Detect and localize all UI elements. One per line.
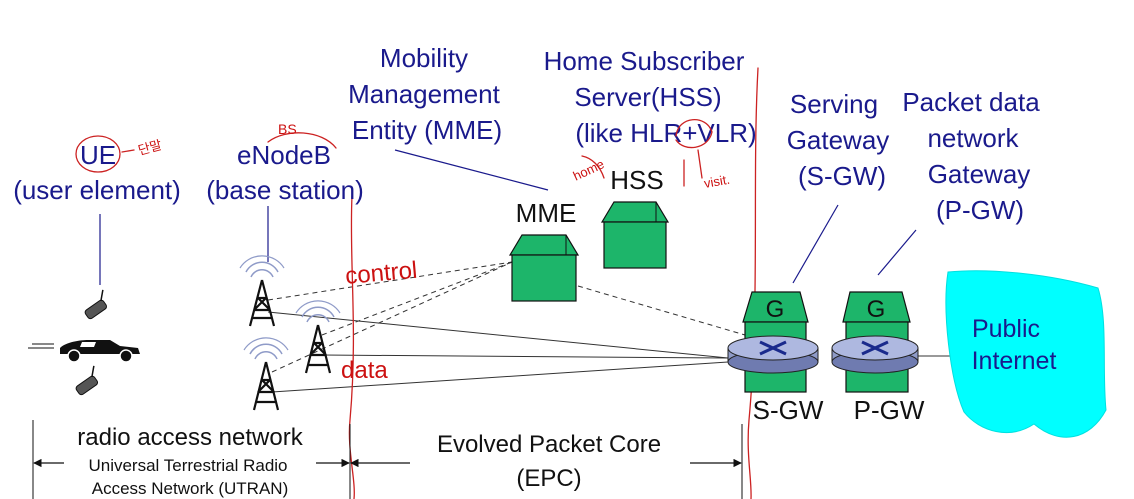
ue-title: UE — [80, 140, 116, 170]
pgw-node: G P-GW — [831, 291, 925, 425]
sgw-node: G S-GW — [727, 291, 824, 425]
mme-node: MME — [508, 198, 580, 302]
epc-abbrev: (EPC) — [516, 465, 581, 492]
mme-house-body — [511, 254, 577, 302]
hss-house-body — [603, 221, 667, 269]
phone-icon — [75, 365, 99, 396]
visit-note: visit. — [703, 172, 731, 191]
divider-ran-epc — [348, 195, 355, 499]
pgw-desc-line4: (P-GW) — [936, 195, 1024, 225]
hss-desc-line3: (like HLR+VLR) — [575, 118, 756, 148]
ran-sub-line2: Access Network (UTRAN) — [92, 479, 288, 498]
base-station-icon — [239, 255, 285, 327]
internet-line2: Internet — [972, 347, 1057, 375]
mme-desc-line3: Entity (MME) — [352, 115, 502, 145]
hss-node-label: HSS — [610, 165, 663, 195]
epc-title: Evolved Packet Core — [437, 431, 661, 458]
base-station-icon — [243, 337, 289, 411]
pgw-desc-line3: Gateway — [928, 159, 1031, 189]
pgw-node-label: P-GW — [854, 395, 925, 425]
mme-house-roof — [508, 234, 580, 256]
internet-line1: Public — [972, 315, 1040, 343]
base-station-icon — [295, 300, 341, 374]
internet-cloud — [945, 270, 1107, 438]
hss-home-mark — [581, 155, 605, 179]
mme-node-label: MME — [516, 198, 577, 228]
enodeb-title: eNodeB — [237, 140, 331, 170]
ue-dash-mark — [121, 149, 135, 153]
ran-title: radio access network — [77, 424, 303, 451]
data-label: data — [341, 357, 388, 384]
home-note: home — [571, 156, 607, 183]
phone-icon — [84, 289, 108, 320]
ue-note: 단말 — [136, 137, 163, 158]
bs-note: BS — [278, 121, 297, 137]
hss-desc-line1: Home Subscriber — [544, 46, 745, 76]
sgw-node-label: S-GW — [753, 395, 824, 425]
sgw-desc-line2: Gateway — [787, 125, 890, 155]
hss-arc-mark — [675, 119, 713, 149]
car-icon — [28, 340, 140, 363]
control-label: control — [344, 257, 418, 290]
hss-desc-line2: Server(HSS) — [574, 82, 721, 112]
sgw-router-icon — [727, 335, 819, 374]
sgw-desc-line1: Serving — [790, 89, 878, 119]
mme-desc-line1: Mobility — [380, 43, 468, 73]
mme-desc-line2: Management — [348, 79, 501, 109]
hss-node: HSS — [600, 165, 670, 269]
enodeb-subtitle: (base station) — [206, 175, 364, 205]
ran-sub-line1: Universal Terrestrial Radio — [88, 456, 287, 475]
sgw-desc-line3: (S-GW) — [798, 161, 886, 191]
control-links — [267, 261, 746, 373]
ue-circle-mark — [75, 135, 121, 173]
pgw-desc-line1: Packet data — [902, 87, 1040, 117]
ue-subtitle: (user element) — [13, 175, 181, 205]
hss-house-roof — [600, 201, 670, 223]
sgw-g-letter: G — [766, 296, 785, 323]
pointer-lines — [99, 149, 917, 285]
hss-visit-tick — [697, 149, 703, 179]
pgw-g-letter: G — [867, 296, 886, 323]
pgw-desc-line2: network — [927, 123, 1019, 153]
enodeb-arc-mark — [267, 132, 337, 149]
pgw-router-icon — [831, 335, 919, 374]
